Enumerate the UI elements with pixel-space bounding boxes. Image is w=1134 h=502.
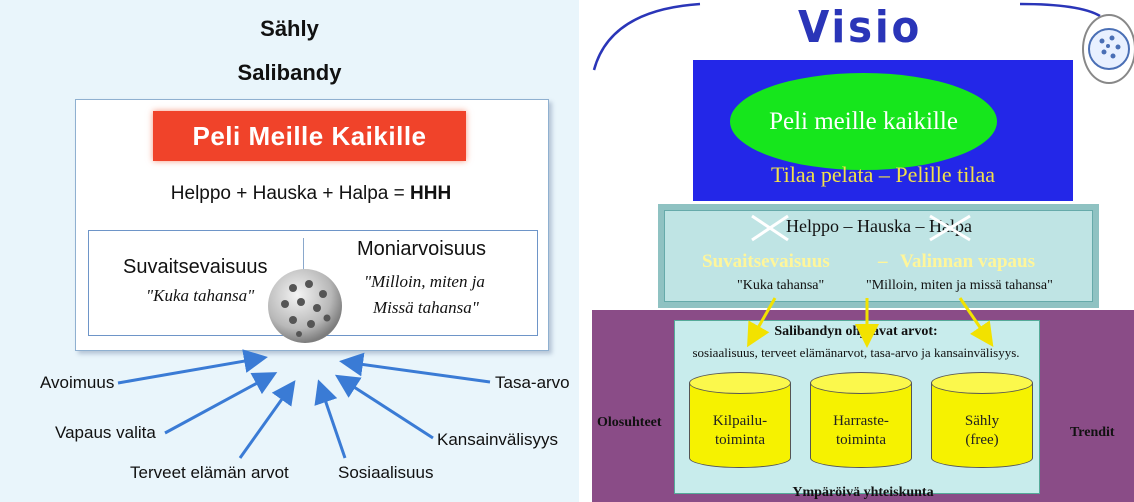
floorball-icon	[268, 269, 342, 343]
salibandy-values: sosiaalisuus, terveet elämänarvot, tasa-…	[692, 345, 1020, 360]
arrow-terveet	[238, 380, 296, 459]
value-avoimuus: Avoimuus	[40, 373, 115, 392]
left-title-salibandy: Salibandy	[237, 60, 342, 85]
moniarvoisuus-label: Moniarvoisuus	[357, 238, 486, 260]
formula-bold: HHH	[410, 183, 452, 204]
logo-icon	[1088, 28, 1130, 70]
hhh-formula: Helppo + Hauska + Halpa = HHH	[75, 183, 547, 205]
red-banner: Peli Meille Kaikille	[153, 111, 466, 161]
arrow-sosiaalisuus	[314, 379, 347, 459]
value-tasa-arvo: Tasa-arvo	[495, 373, 570, 392]
arrow-avoimuus	[117, 349, 268, 385]
crossout-helppo-icon	[751, 214, 789, 242]
olosuhteet-label: Olosuhteet	[597, 415, 662, 430]
ymparoiva-label: Ympäröivä yhteiskunta	[792, 485, 934, 500]
yellow-arrow-right	[958, 297, 994, 347]
cylinder-harraste: Harraste-toiminta	[810, 372, 912, 476]
cyl2-line1: Harraste-	[833, 413, 889, 429]
value-sosiaalisuus: Sosiaalisuus	[338, 463, 434, 482]
left-arrows	[117, 349, 491, 459]
crossout-halpa-icon	[929, 214, 971, 242]
milloin-right: "Milloin, miten ja missä tahansa"	[866, 278, 1053, 293]
milloin-quote-line1: "Milloin, miten ja	[364, 272, 485, 291]
cylinder-kilpailu: Kilpailu-toiminta	[689, 372, 791, 476]
cyl1-line2: toiminta	[715, 432, 765, 448]
suvaitsevaisuus-label: Suvaitsevaisuus	[123, 256, 268, 278]
dash-right: –	[878, 251, 888, 272]
tilaa-text: Tilaa pelata – Pelille tilaa	[770, 162, 996, 187]
yellow-arrow-left	[747, 297, 777, 348]
peli-oval: Peli meille kaikille	[730, 73, 997, 170]
formula-text: Helppo + Hauska + Halpa =	[170, 183, 411, 204]
hhh-line: Helppo – Hauska – Halpa	[786, 216, 972, 236]
cyl3-line1: Sähly	[964, 413, 1000, 429]
divider-line	[303, 238, 304, 278]
arrow-tasa-arvo	[339, 352, 491, 384]
valinnan-vapaus: Valinnan vapaus	[900, 251, 1036, 272]
value-vapaus-valita: Vapaus valita	[55, 423, 156, 442]
suvaitsevaisuus-right: Suvaitsevaisuus	[702, 251, 830, 272]
arrow-kansainvalisyys	[334, 374, 434, 440]
yellow-arrows	[747, 297, 994, 348]
floorball-federation-logo	[1082, 14, 1134, 84]
kuka-tahansa-right: "Kuka tahansa"	[737, 278, 825, 293]
value-terveet: Terveet elämän arvot	[130, 463, 289, 482]
top-arc	[592, 2, 1101, 71]
values-bevel-box	[658, 204, 1099, 308]
arrow-vapaus	[164, 372, 278, 435]
kuka-tahansa-quote: "Kuka tahansa"	[146, 286, 255, 305]
cyl1-line1: Kilpailu-	[712, 413, 768, 429]
trendit-label: Trendit	[1070, 425, 1115, 440]
value-kansainvalisyys: Kansainvälisyys	[437, 430, 558, 449]
cyl3-line2: (free)	[965, 432, 999, 448]
cylinder-sahly: Sähly (free)	[931, 372, 1033, 476]
cyl2-line2: toiminta	[836, 432, 886, 448]
left-title-sahly: Sähly	[260, 16, 319, 41]
milloin-quote-line2: Missä tahansa"	[373, 298, 479, 317]
